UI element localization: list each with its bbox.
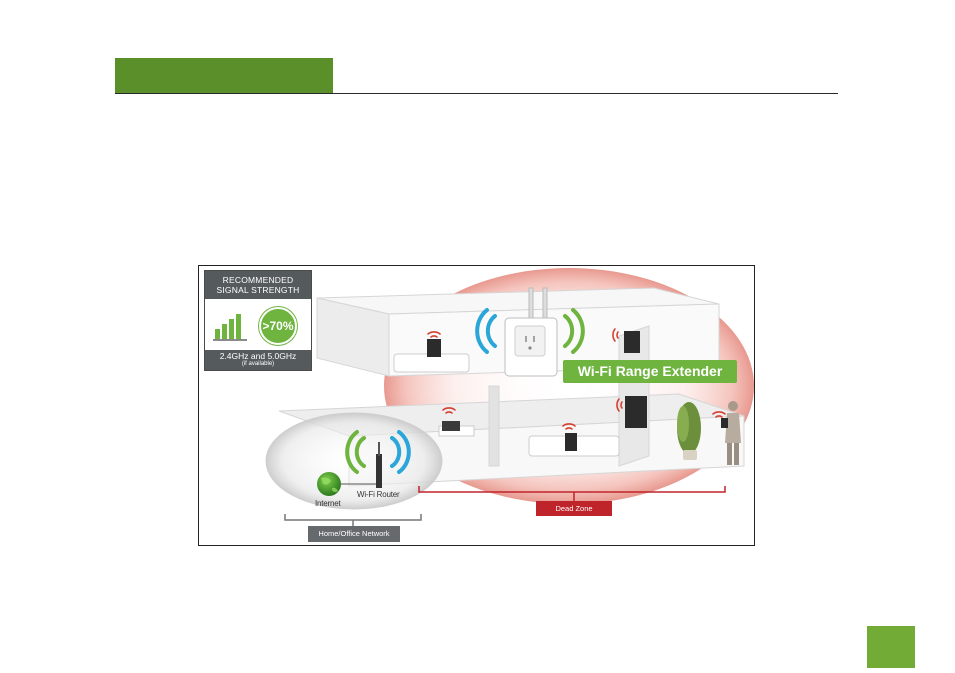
section-header-tab bbox=[115, 58, 333, 94]
signal-title-line2: SIGNAL STRENGTH bbox=[216, 285, 300, 295]
signal-bars-icon bbox=[213, 314, 247, 341]
signal-card-title: RECOMMENDED SIGNAL STRENGTH bbox=[205, 271, 311, 299]
tablet-icon bbox=[427, 339, 441, 357]
plant-icon bbox=[677, 402, 701, 460]
signal-bands: 2.4GHz and 5.0GHz bbox=[219, 351, 297, 361]
signal-card-footer: 2.4GHz and 5.0GHz (if available) bbox=[205, 350, 311, 370]
signal-strength-card: RECOMMENDED SIGNAL STRENGTH >70% 2.4GHz … bbox=[204, 270, 312, 371]
internet-label: Internet bbox=[315, 499, 341, 508]
tablet-icon bbox=[565, 433, 577, 451]
wifi-waves-icon bbox=[345, 430, 411, 474]
globe-icon bbox=[317, 472, 341, 496]
tv-icon bbox=[624, 331, 640, 353]
wifi-waves-icon bbox=[475, 308, 585, 354]
extender-label: Wi-Fi Range Extender bbox=[563, 360, 737, 383]
signal-note: (if available) bbox=[241, 361, 275, 367]
laptop-icon bbox=[442, 421, 460, 431]
router-icon bbox=[376, 442, 382, 488]
tv-icon bbox=[625, 396, 647, 428]
dead-zone-label: Dead Zone bbox=[536, 501, 612, 516]
house-illustration bbox=[265, 268, 754, 526]
page-corner-block bbox=[867, 626, 915, 668]
header-rule bbox=[115, 93, 838, 94]
range-extender-diagram: RECOMMENDED SIGNAL STRENGTH >70% 2.4GHz … bbox=[198, 265, 755, 546]
network-label: Home/Office Network bbox=[308, 526, 400, 542]
extender-device-icon bbox=[504, 287, 558, 377]
home-network-zone bbox=[265, 412, 443, 510]
person-icon bbox=[721, 401, 741, 465]
router-label: Wi-Fi Router bbox=[357, 490, 400, 499]
signal-title-line1: RECOMMENDED bbox=[222, 275, 294, 285]
signal-percent-badge: >70% bbox=[259, 307, 297, 345]
